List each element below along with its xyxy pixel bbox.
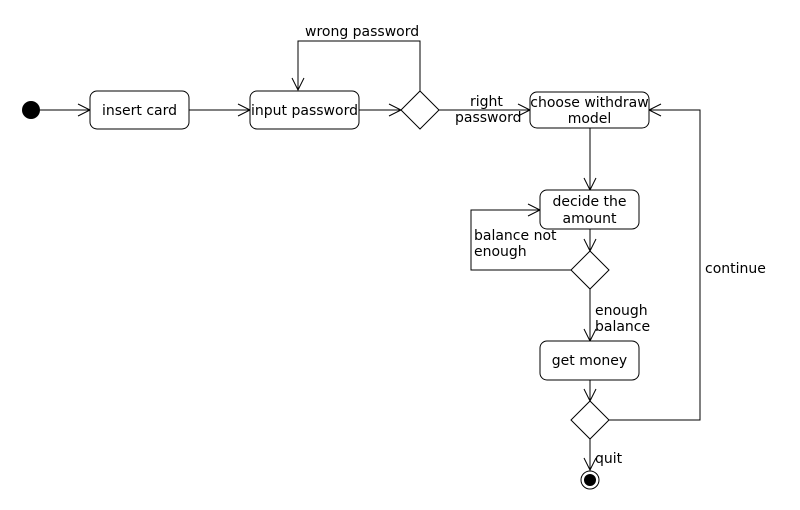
edge-wrong-password-loop [297, 40, 421, 91]
action-label-line2: model [568, 111, 612, 127]
label-quit: quit [595, 451, 623, 467]
final-node [580, 470, 600, 490]
arrowhead [291, 77, 305, 92]
edge-balance-not-enough-loop [470, 209, 571, 271]
action-decide-the-amount: decide the amount [539, 189, 640, 230]
decision-password [400, 90, 440, 130]
label-right-password-line1: right [470, 94, 503, 110]
initial-node [22, 101, 40, 119]
action-input-password: input password [249, 90, 360, 130]
label-balance-not-enough-line1: balance not [474, 228, 557, 244]
action-label-line1: decide the [552, 194, 626, 210]
action-get-money: get money [539, 340, 640, 381]
label-continue: continue [705, 261, 766, 277]
action-label: input password [251, 103, 358, 119]
action-insert-card: insert card [89, 90, 190, 130]
action-label: get money [552, 353, 627, 369]
edge-continue-loop [609, 109, 701, 421]
arrowhead [583, 457, 597, 472]
action-label-line1: choose withdraw [530, 95, 648, 111]
action-choose-withdraw-model: choose withdraw model [529, 91, 650, 129]
decision-balance [570, 250, 610, 290]
action-label: insert card [102, 103, 177, 119]
label-right-password-line2: password [455, 110, 521, 126]
label-wrong-password: wrong password [305, 24, 419, 40]
label-enough-balance-line1: enough [595, 303, 648, 319]
action-label-line2: amount [562, 211, 617, 227]
label-balance-not-enough-line2: enough [474, 244, 527, 260]
decision-continue-or-quit [570, 400, 610, 440]
label-enough-balance-line2: balance [595, 319, 650, 335]
